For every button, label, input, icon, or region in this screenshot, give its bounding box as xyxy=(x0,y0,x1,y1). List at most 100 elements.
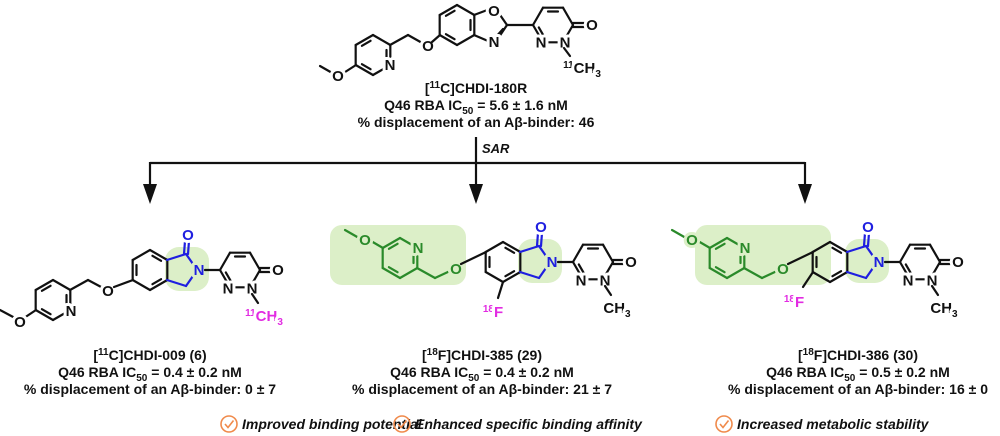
check-icon xyxy=(719,420,730,429)
bond xyxy=(866,231,871,248)
bond xyxy=(387,266,399,274)
atom-label-o: O xyxy=(359,232,371,249)
compound-name: [11C]CHDI-009 (6) xyxy=(93,347,206,363)
bond xyxy=(40,308,52,316)
check-circle-icon xyxy=(715,415,733,433)
bond xyxy=(415,266,437,280)
bond xyxy=(537,266,548,280)
bond xyxy=(601,260,615,281)
bond xyxy=(406,33,426,46)
bond xyxy=(371,33,392,47)
atom-label-n: N xyxy=(385,57,396,74)
bond xyxy=(455,3,476,17)
bond xyxy=(371,63,392,77)
pyridine-highlight xyxy=(330,225,466,285)
bond xyxy=(444,33,456,41)
bond xyxy=(433,269,452,280)
bond xyxy=(708,266,729,280)
bond xyxy=(501,270,522,284)
methyl-label: CH3 xyxy=(930,300,958,320)
arrowhead-icon xyxy=(469,184,483,204)
bond xyxy=(398,236,419,250)
bond xyxy=(845,244,868,254)
bond xyxy=(398,266,419,280)
atom-label-n: N xyxy=(903,272,914,289)
bond xyxy=(131,278,152,292)
bond xyxy=(340,63,358,76)
bond xyxy=(165,252,188,262)
bond xyxy=(864,244,875,258)
benefit-label: Increased metabolic stability xyxy=(737,416,930,432)
bond xyxy=(40,284,52,292)
atom-label-o: O xyxy=(488,3,500,20)
bond xyxy=(343,228,361,240)
bond xyxy=(828,240,849,254)
bond xyxy=(387,242,399,250)
bond xyxy=(455,33,476,47)
check-icon xyxy=(397,420,408,429)
atom-label-n: N xyxy=(547,254,558,271)
check-circle-icon xyxy=(220,415,238,433)
bond xyxy=(438,33,459,47)
bond xyxy=(537,26,545,38)
bond xyxy=(495,23,509,42)
compound-displacement: % displacement of an Aβ-binder: 16 ± 0 xyxy=(728,381,988,397)
bond xyxy=(537,244,548,258)
arrowhead-icon xyxy=(798,184,812,204)
atom-label-n: N xyxy=(194,262,205,279)
compound-label-1: [11C]CHDI-009 (6) Q46 RBA IC50 = 0.4 ± 0… xyxy=(24,347,276,397)
bond xyxy=(248,268,262,289)
bond xyxy=(184,274,195,288)
bond xyxy=(571,260,585,281)
sar-arrows: SAR xyxy=(143,137,812,204)
methyl-label: 11CH3 xyxy=(563,60,601,80)
bond xyxy=(518,270,541,280)
bond xyxy=(601,243,615,264)
benefit-3: Increased metabolic stability xyxy=(715,415,930,433)
compound-ic50: Q46 RBA IC50 = 0.5 ± 0.2 nM xyxy=(766,364,950,384)
atom-label-n: N xyxy=(536,34,547,51)
bond xyxy=(250,292,260,305)
bond xyxy=(696,239,712,250)
bond xyxy=(725,266,746,280)
bond xyxy=(34,308,55,322)
atom-label-n: N xyxy=(560,34,571,51)
highlights xyxy=(165,225,889,291)
bond xyxy=(0,308,17,320)
bond xyxy=(381,236,402,250)
bond xyxy=(670,228,688,240)
compound-displacement: % displacement of an Aβ-binder: 0 ± 7 xyxy=(24,381,276,397)
bond xyxy=(504,246,516,254)
atom-label-o: O xyxy=(686,232,698,249)
bond xyxy=(184,252,195,266)
bond xyxy=(898,260,912,281)
bond xyxy=(131,248,152,262)
methyl-label: CH3 xyxy=(603,300,631,320)
bond xyxy=(151,254,163,262)
bond xyxy=(603,284,613,297)
check-icon xyxy=(224,420,235,429)
bond xyxy=(928,260,942,281)
atom-label-n: N xyxy=(247,280,258,297)
bond xyxy=(430,33,442,44)
atom-label-n: N xyxy=(874,254,885,271)
bond xyxy=(218,268,232,289)
methyl-label: 11CH3 xyxy=(245,308,283,328)
bond xyxy=(811,270,832,284)
bond xyxy=(444,9,456,17)
bond xyxy=(112,278,135,289)
bond xyxy=(182,239,187,256)
bond xyxy=(760,269,779,280)
compound-name: [18F]CHDI-385 (29) xyxy=(422,347,542,363)
bond xyxy=(472,33,490,43)
bond xyxy=(484,270,505,284)
bond xyxy=(898,243,912,264)
atom-label-o: O xyxy=(182,227,194,244)
bond xyxy=(459,250,488,266)
bond xyxy=(68,278,90,292)
bond xyxy=(531,6,545,27)
bond xyxy=(930,284,940,297)
